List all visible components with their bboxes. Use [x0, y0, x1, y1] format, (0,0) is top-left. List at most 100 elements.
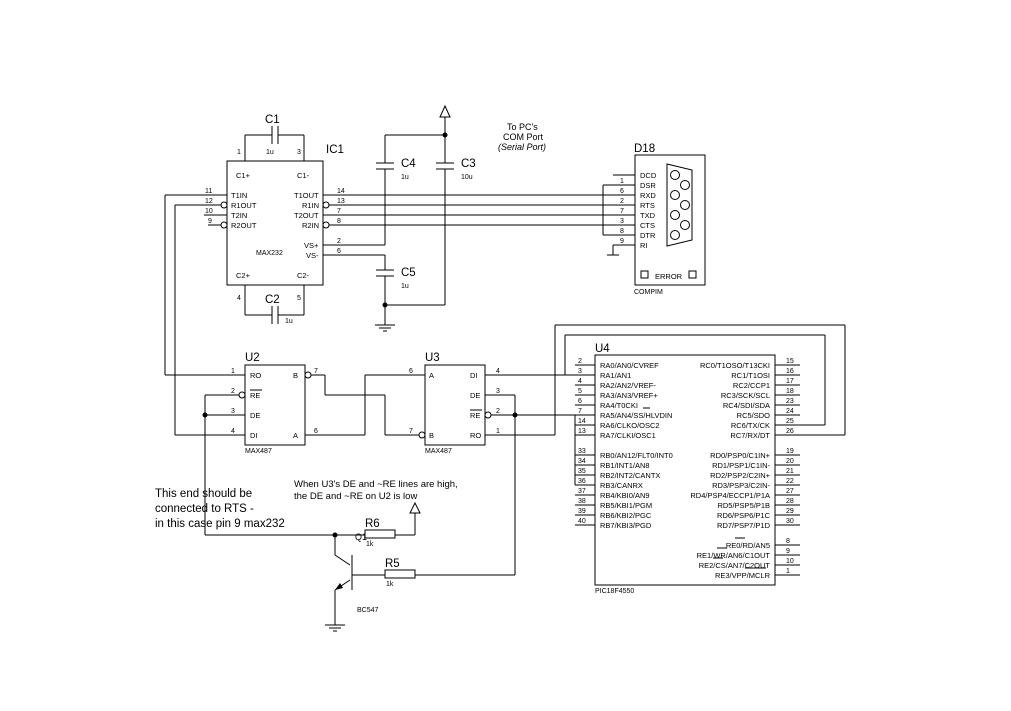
- u3-pin-3: 3: [496, 388, 500, 395]
- u4-pin-name: RC0/T1OSO/T13CKI: [700, 361, 770, 370]
- ic1-pin-t1in: T1IN: [231, 191, 247, 200]
- u4-pin-name: RA5/AN4/SS/HLVDIN: [600, 411, 672, 420]
- u4-pin-num: 4: [578, 378, 582, 385]
- u4-pin-num: 23: [786, 398, 794, 405]
- u4-body: [594, 354, 776, 586]
- ic1-pin-c1p: C1+: [236, 171, 251, 180]
- ic1-ref: IC1: [326, 144, 344, 156]
- r5-ref: R5: [385, 558, 400, 570]
- u3-pin-di: DI: [470, 371, 478, 380]
- cap-c4: C4 1u: [350, 134, 445, 246]
- u4-pin-num: 20: [786, 458, 794, 465]
- u4-pin-num: 36: [578, 478, 586, 485]
- q1-ref: Q1: [355, 532, 367, 542]
- u2-part: MAX487: [245, 448, 272, 455]
- u4-pin-name: RA2/AN2/VREF-: [600, 381, 656, 390]
- u4-pin-num: 33: [578, 448, 586, 455]
- ic1-pin-6: 6: [337, 248, 341, 255]
- u4-pin-name: RB5/KBI1/PGM: [600, 501, 652, 510]
- u4-pin-num: 6: [578, 398, 582, 405]
- u4-pin-name: RC7/RX/DT: [730, 431, 770, 440]
- u4-ref: U4: [595, 343, 610, 355]
- u4-pin-num: 39: [578, 508, 586, 515]
- u4-pin-name: RB7/KBI3/PGD: [600, 521, 652, 530]
- u4-pin-num: 10: [786, 558, 794, 565]
- d18-pin-1: 1: [620, 178, 624, 185]
- d18-pin-2: 2: [620, 198, 624, 205]
- c4-value: 1u: [401, 174, 409, 181]
- u4-pin-num: 29: [786, 508, 794, 515]
- rs232-wiring: [350, 184, 613, 236]
- d18-pin-rts: RTS: [640, 201, 655, 210]
- u4-pin-num: 38: [578, 498, 586, 505]
- u2-pin-ro: RO: [250, 371, 261, 380]
- ic1-pin-13: 13: [337, 198, 345, 205]
- ic1-pin-12: 12: [205, 198, 213, 205]
- u4-pin-num: 21: [786, 468, 794, 475]
- ic1-pin-c2m: C2-: [297, 271, 310, 280]
- enable-circuit: R6 1k Q1 BC547 R5 1k: [202, 394, 515, 632]
- u4-pin-num: 30: [786, 518, 794, 525]
- u4-pin-num: 17: [786, 378, 794, 385]
- ic1-pin-c1p-num: 1: [237, 149, 241, 156]
- cap-c3: C3 10u: [436, 132, 476, 305]
- u4-pin-num: 28: [786, 498, 794, 505]
- ic1-pin-t1out: T1OUT: [294, 191, 319, 200]
- u4-pin-num: 7: [578, 408, 582, 415]
- u4-pin-num: 35: [578, 468, 586, 475]
- ic1-pin-14: 14: [337, 188, 345, 195]
- u4-pin-name: RB1/INT1/AN8: [600, 461, 650, 470]
- u4-pin-name: RC4/SDI/SDA: [723, 401, 770, 410]
- u4-pin-name: RD1/PSP1/C1IN-: [712, 461, 770, 470]
- u3-pin-re: RE: [470, 411, 480, 420]
- u3-pin-2: 2: [496, 408, 500, 415]
- ic1-pin-7: 7: [337, 208, 341, 215]
- u4-pin-name: RD0/PSP0/C1IN+: [710, 451, 770, 460]
- u4-pin-num: 22: [786, 478, 794, 485]
- c1-value: 1u: [266, 149, 274, 156]
- u2-pin-3: 3: [231, 408, 235, 415]
- u4-pin-num: 18: [786, 388, 794, 395]
- u4-pin-name: RD7/PSP7/P1D: [717, 521, 771, 530]
- ic1-pin-11: 11: [205, 188, 212, 195]
- u4-right-pins: 15RC0/T1OSO/T13CKI16RC1/T1OSI17RC2/CCP11…: [690, 358, 800, 580]
- u4-pin-num: 26: [786, 428, 794, 435]
- ic1-left-routing: [164, 194, 230, 436]
- u2-pin-4: 4: [231, 428, 235, 435]
- u4-pin-name: RA1/AN1: [600, 371, 631, 380]
- c3-ref: C3: [461, 158, 476, 170]
- ground-symbol-c5: [375, 324, 395, 332]
- u3-ref: U3: [425, 352, 440, 364]
- u4-pin-num: 3: [578, 368, 582, 375]
- ic1-pin-c1m: C1-: [297, 171, 310, 180]
- ic1-pin-vsm: VS-: [306, 251, 319, 260]
- u4-pin-num: 16: [786, 368, 794, 375]
- d18-ref: D18: [634, 143, 655, 155]
- r5-value: 1k: [386, 581, 394, 588]
- d18-pin-6: 6: [620, 188, 624, 195]
- u4-pin-name: RA4/T0CKI: [600, 401, 638, 410]
- r5-body: [384, 569, 416, 579]
- u4-pin-name: RB4/KBI0/AN9: [600, 491, 650, 500]
- ic1-pin-c2p: C2+: [236, 271, 251, 280]
- d18-pin-7: 7: [620, 208, 624, 215]
- u4-pin-num: 27: [786, 488, 794, 495]
- u4-pin-num: 34: [578, 458, 586, 465]
- u3-pin-b: B: [429, 431, 434, 440]
- ic1-pin-9: 9: [208, 218, 212, 225]
- u3-pin-a: A: [429, 371, 434, 380]
- u3-pin-1: 1: [496, 428, 500, 435]
- u4-pin-num: 2: [578, 358, 582, 365]
- db9-shell-icon: [666, 163, 693, 247]
- c5-ref: C5: [401, 267, 416, 279]
- u3-pin-4: 4: [496, 368, 500, 375]
- ic1-pin-r2in: R2IN: [302, 221, 319, 230]
- d18-pin-rxd: RXD: [640, 191, 656, 200]
- u3-pin-de: DE: [470, 391, 480, 400]
- ic1-pin-10: 10: [205, 208, 213, 215]
- ic1-pin-c1m-num: 3: [297, 149, 301, 156]
- u2-ref: U2: [245, 352, 260, 364]
- d18-error-label: ERROR: [655, 272, 683, 281]
- u4-pin-name: RE1/WR/AN6/C1OUT: [697, 551, 771, 560]
- u2-body: [244, 364, 306, 446]
